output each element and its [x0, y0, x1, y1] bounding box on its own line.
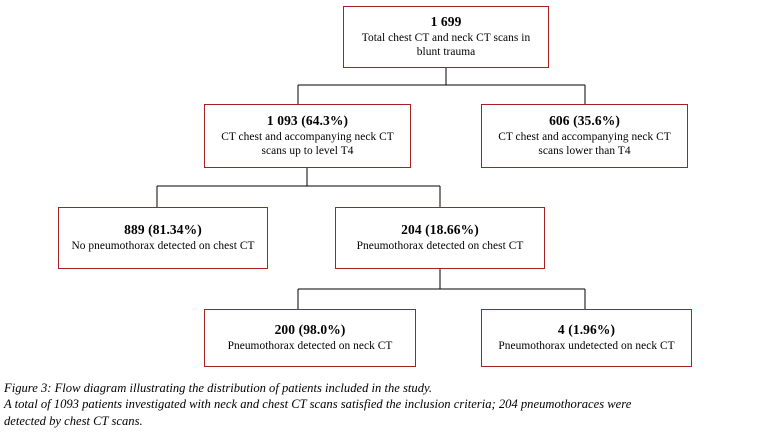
- node-pneumothorax-chest-ct-desc: Pneumothorax detected on chest CT: [356, 240, 524, 253]
- node-scans-up-to-t4-title: 1 093 (64.3%): [266, 112, 349, 128]
- flow-diagram: 1 699 Total chest CT and neck CT scans i…: [58, 6, 692, 367]
- node-total-scans: 1 699 Total chest CT and neck CT scans i…: [343, 6, 549, 68]
- node-scans-up-to-t4-desc-line1: CT chest and accompanying neck CT: [221, 131, 394, 144]
- figure-caption-line-1: Figure 3: Flow diagram illustrating the …: [4, 381, 433, 395]
- node-scans-lower-than-t4: 606 (35.6%) CT chest and accompanying ne…: [481, 104, 688, 168]
- node-scans-lower-than-t4-desc-line2: scans lower than T4: [538, 145, 631, 158]
- node-no-pneumothorax-chest-ct-title: 889 (81.34%): [124, 221, 202, 237]
- node-total-scans-title: 1 699: [430, 13, 462, 29]
- node-scans-up-to-t4: 1 093 (64.3%) CT chest and accompanying …: [204, 104, 411, 168]
- figure-caption: Figure 3: Flow diagram illustrating the …: [4, 380, 770, 429]
- node-total-scans-desc-line2: blunt trauma: [416, 46, 476, 59]
- node-pneumothorax-undetected-neck-ct-title: 4 (1.96%): [557, 321, 616, 337]
- node-no-pneumothorax-chest-ct-desc: No pneumothorax detected on chest CT: [71, 240, 255, 253]
- node-scans-up-to-t4-desc-line2: scans up to level T4: [261, 145, 354, 158]
- flow-connectors: [156, 68, 586, 309]
- node-pneumothorax-neck-ct-desc: Pneumothorax detected on neck CT: [227, 340, 393, 353]
- node-scans-lower-than-t4-desc-line1: CT chest and accompanying neck CT: [498, 131, 671, 144]
- node-pneumothorax-neck-ct: 200 (98.0%) Pneumothorax detected on nec…: [204, 309, 416, 367]
- figure-caption-line-2: A total of 1093 patients investigated wi…: [4, 397, 632, 412]
- node-pneumothorax-neck-ct-title: 200 (98.0%): [274, 321, 346, 337]
- node-no-pneumothorax-chest-ct: 889 (81.34%) No pneumothorax detected on…: [58, 207, 268, 269]
- node-pneumothorax-undetected-neck-ct: 4 (1.96%) Pneumothorax undetected on nec…: [481, 309, 692, 367]
- node-pneumothorax-chest-ct: 204 (18.66%) Pneumothorax detected on ch…: [335, 207, 545, 269]
- node-scans-lower-than-t4-title: 606 (35.6%): [549, 112, 620, 128]
- node-pneumothorax-undetected-neck-ct-desc: Pneumothorax undetected on neck CT: [498, 340, 675, 353]
- node-pneumothorax-chest-ct-title: 204 (18.66%): [401, 221, 479, 237]
- node-total-scans-desc-line1: Total chest CT and neck CT scans in: [361, 32, 531, 45]
- figure-caption-line-3: detected by chest CT scans.: [4, 413, 143, 428]
